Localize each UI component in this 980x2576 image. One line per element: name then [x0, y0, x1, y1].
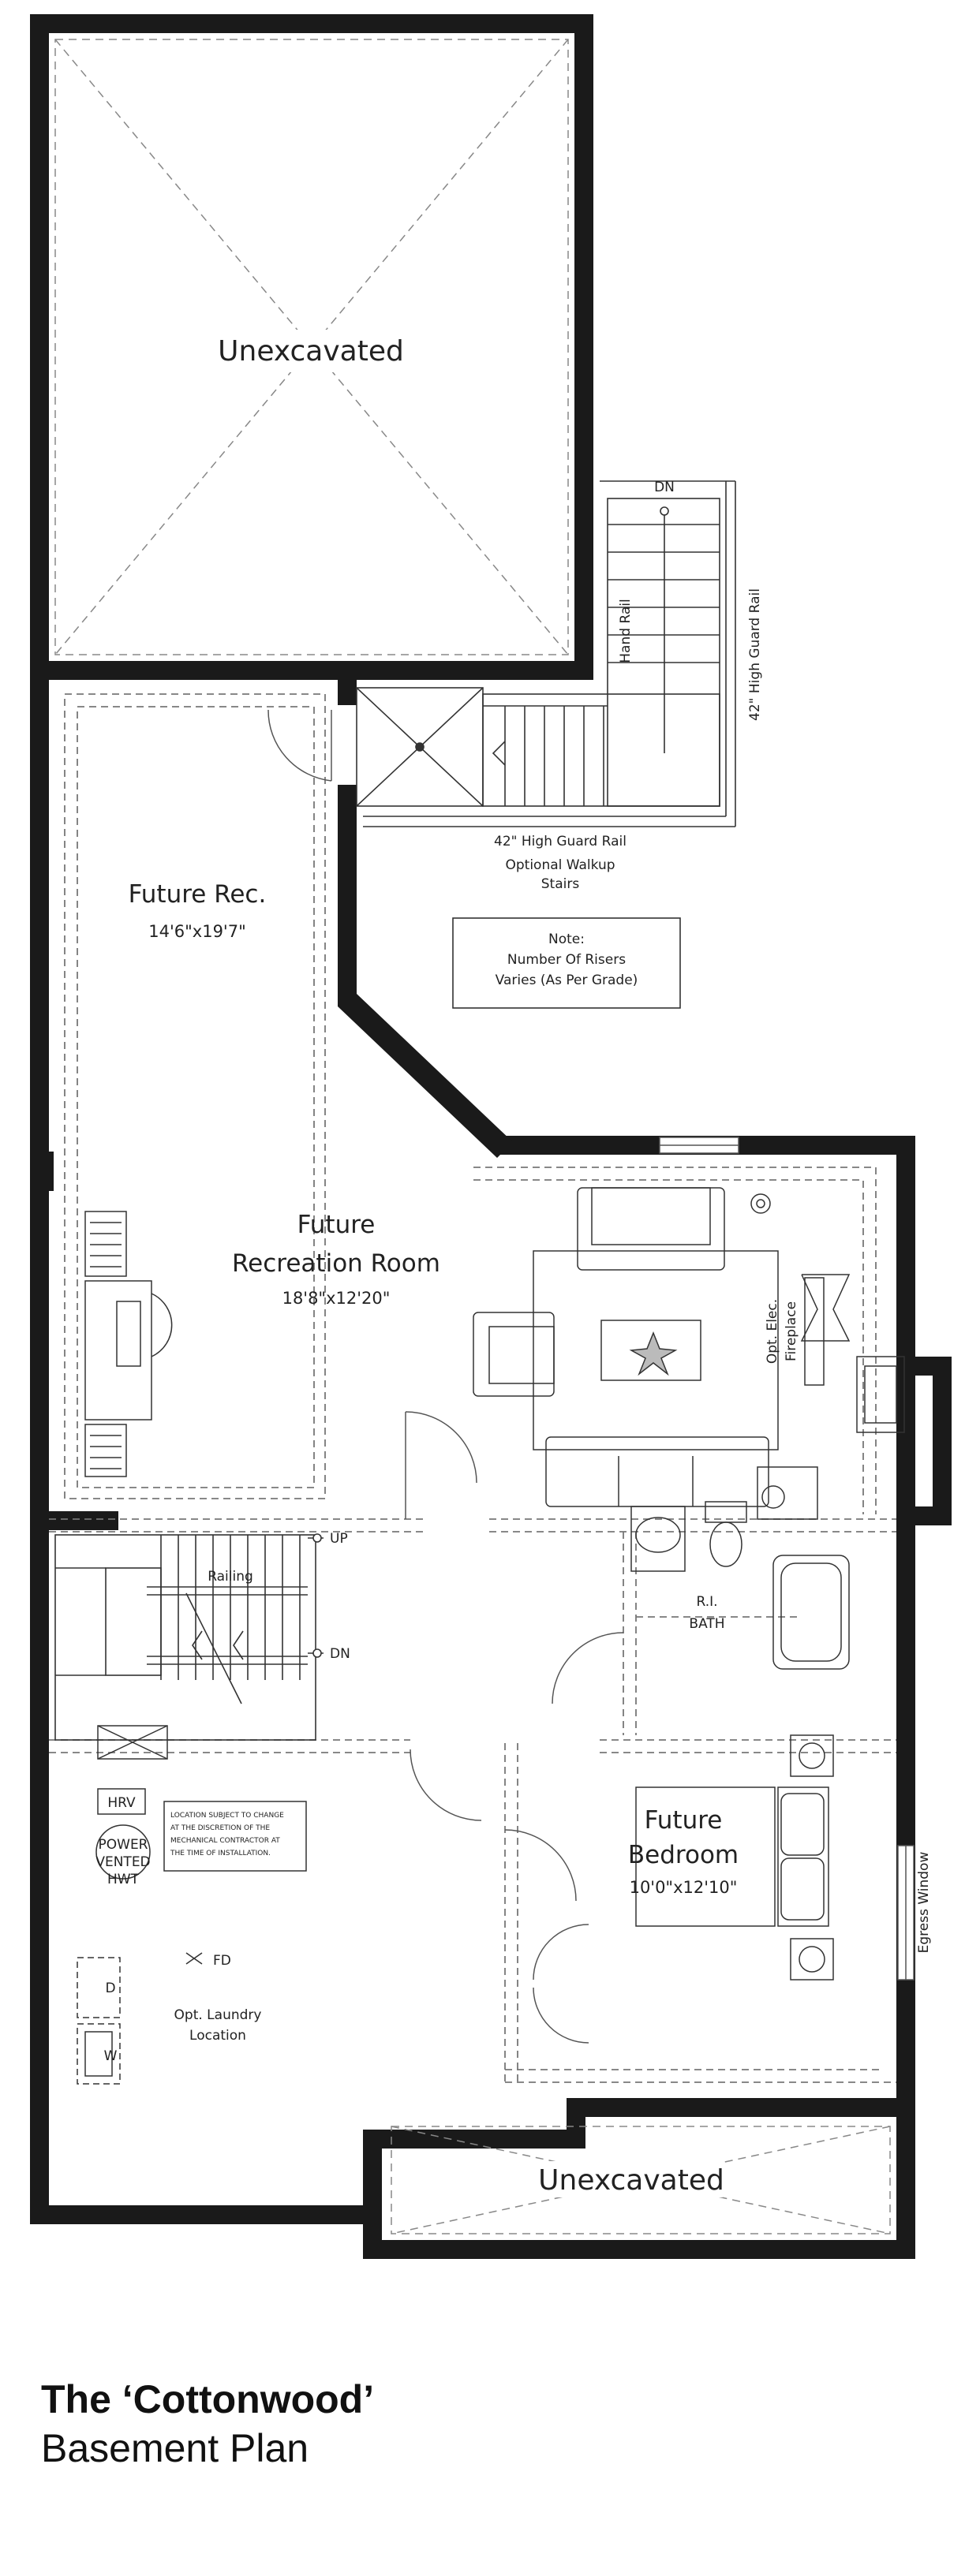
hwt-label-2: VENTED: [95, 1854, 150, 1870]
future-rec-name: Future Rec.: [129, 880, 267, 909]
note-title: Note:: [548, 931, 585, 947]
risers-note: Note: Number Of Risers Varies (As Per Gr…: [452, 917, 681, 1009]
walkup-stairs: [356, 480, 736, 827]
unexcavated-top-area: Unexcavated: [30, 14, 593, 680]
unexcavated-bottom-label: Unexcavated: [538, 2164, 724, 2197]
stairs-up-label: UP: [330, 1531, 348, 1547]
location-note-2: AT THE DISCRETION OF THE: [170, 1824, 270, 1832]
future-rec-dimensions: 14'6"x19'7": [148, 922, 245, 941]
hrv-label: HRV: [107, 1795, 136, 1811]
rec-room-furniture: [473, 1187, 905, 1520]
plan-subtitle: Basement Plan: [41, 2426, 309, 2470]
optional-walkup-stairs-label: Stairs: [541, 876, 580, 892]
rec-room-label-1: Future: [297, 1211, 376, 1239]
hand-rail-label: Hand Rail: [618, 599, 634, 663]
railing-label: Railing: [208, 1569, 253, 1585]
rec-room-label-2: Recreation Room: [232, 1249, 440, 1278]
stairs-dn-label: DN: [330, 1646, 350, 1662]
door-swing-upper: [267, 709, 332, 782]
guard-rail-bottom-label: 42" High Guard Rail: [494, 834, 627, 849]
plan-caption: The ‘Cottonwood’ Basement Plan: [41, 2374, 374, 2472]
location-note-4: THE TIME OF INSTALLATION.: [170, 1850, 271, 1857]
main-stairs: [54, 1533, 324, 1741]
floor-drain-label: FD: [213, 1953, 231, 1969]
guard-rail-side-label: 42" High Guard Rail: [747, 588, 763, 721]
washer-label: W: [104, 2048, 118, 2064]
unexcavated-top-label: Unexcavated: [218, 335, 404, 368]
plan-title: The ‘Cottonwood’: [41, 2377, 375, 2421]
bath-label-2: BATH: [689, 1616, 724, 1632]
location-note-3: MECHANICAL CONTRACTOR AT: [170, 1837, 280, 1845]
laundry-label-2: Location: [189, 2028, 246, 2044]
bedroom-furniture: [635, 1734, 834, 1981]
mechanical-area: [77, 1725, 307, 2085]
desk-furniture: [84, 1211, 173, 1477]
fireplace-label-1: Opt. Elec.: [765, 1299, 780, 1364]
stair-dn-top-label: DN: [654, 480, 675, 495]
note-line-1: Number Of Risers: [507, 952, 626, 968]
exterior-walls: [30, 678, 952, 2259]
fireplace-label-2: Fireplace: [784, 1301, 799, 1361]
door-swings-middle: [405, 1411, 624, 2044]
location-note-1: LOCATION SUBJECT TO CHANGE: [170, 1812, 284, 1820]
bedroom-label-1: Future: [645, 1806, 723, 1835]
bath-fixtures: [630, 1501, 850, 1670]
egress-window-label: Egress Window: [916, 1852, 932, 1954]
dryer-label: D: [105, 1981, 115, 1996]
optional-walkup-label: Optional Walkup: [505, 857, 615, 873]
rec-room-dimensions: 18'8"x12'20": [282, 1289, 391, 1308]
interior-partitions: [49, 693, 896, 2083]
hwt-label-1: POWER: [99, 1837, 148, 1853]
hwt-label-3: HWT: [107, 1872, 140, 1887]
laundry-label-1: Opt. Laundry: [174, 2007, 262, 2023]
note-line-2: Varies (As Per Grade): [496, 973, 638, 988]
bath-label-1: R.I.: [696, 1594, 717, 1610]
bedroom-dimensions: 10'0"x12'10": [630, 1878, 738, 1897]
bedroom-label-2: Bedroom: [628, 1841, 739, 1869]
